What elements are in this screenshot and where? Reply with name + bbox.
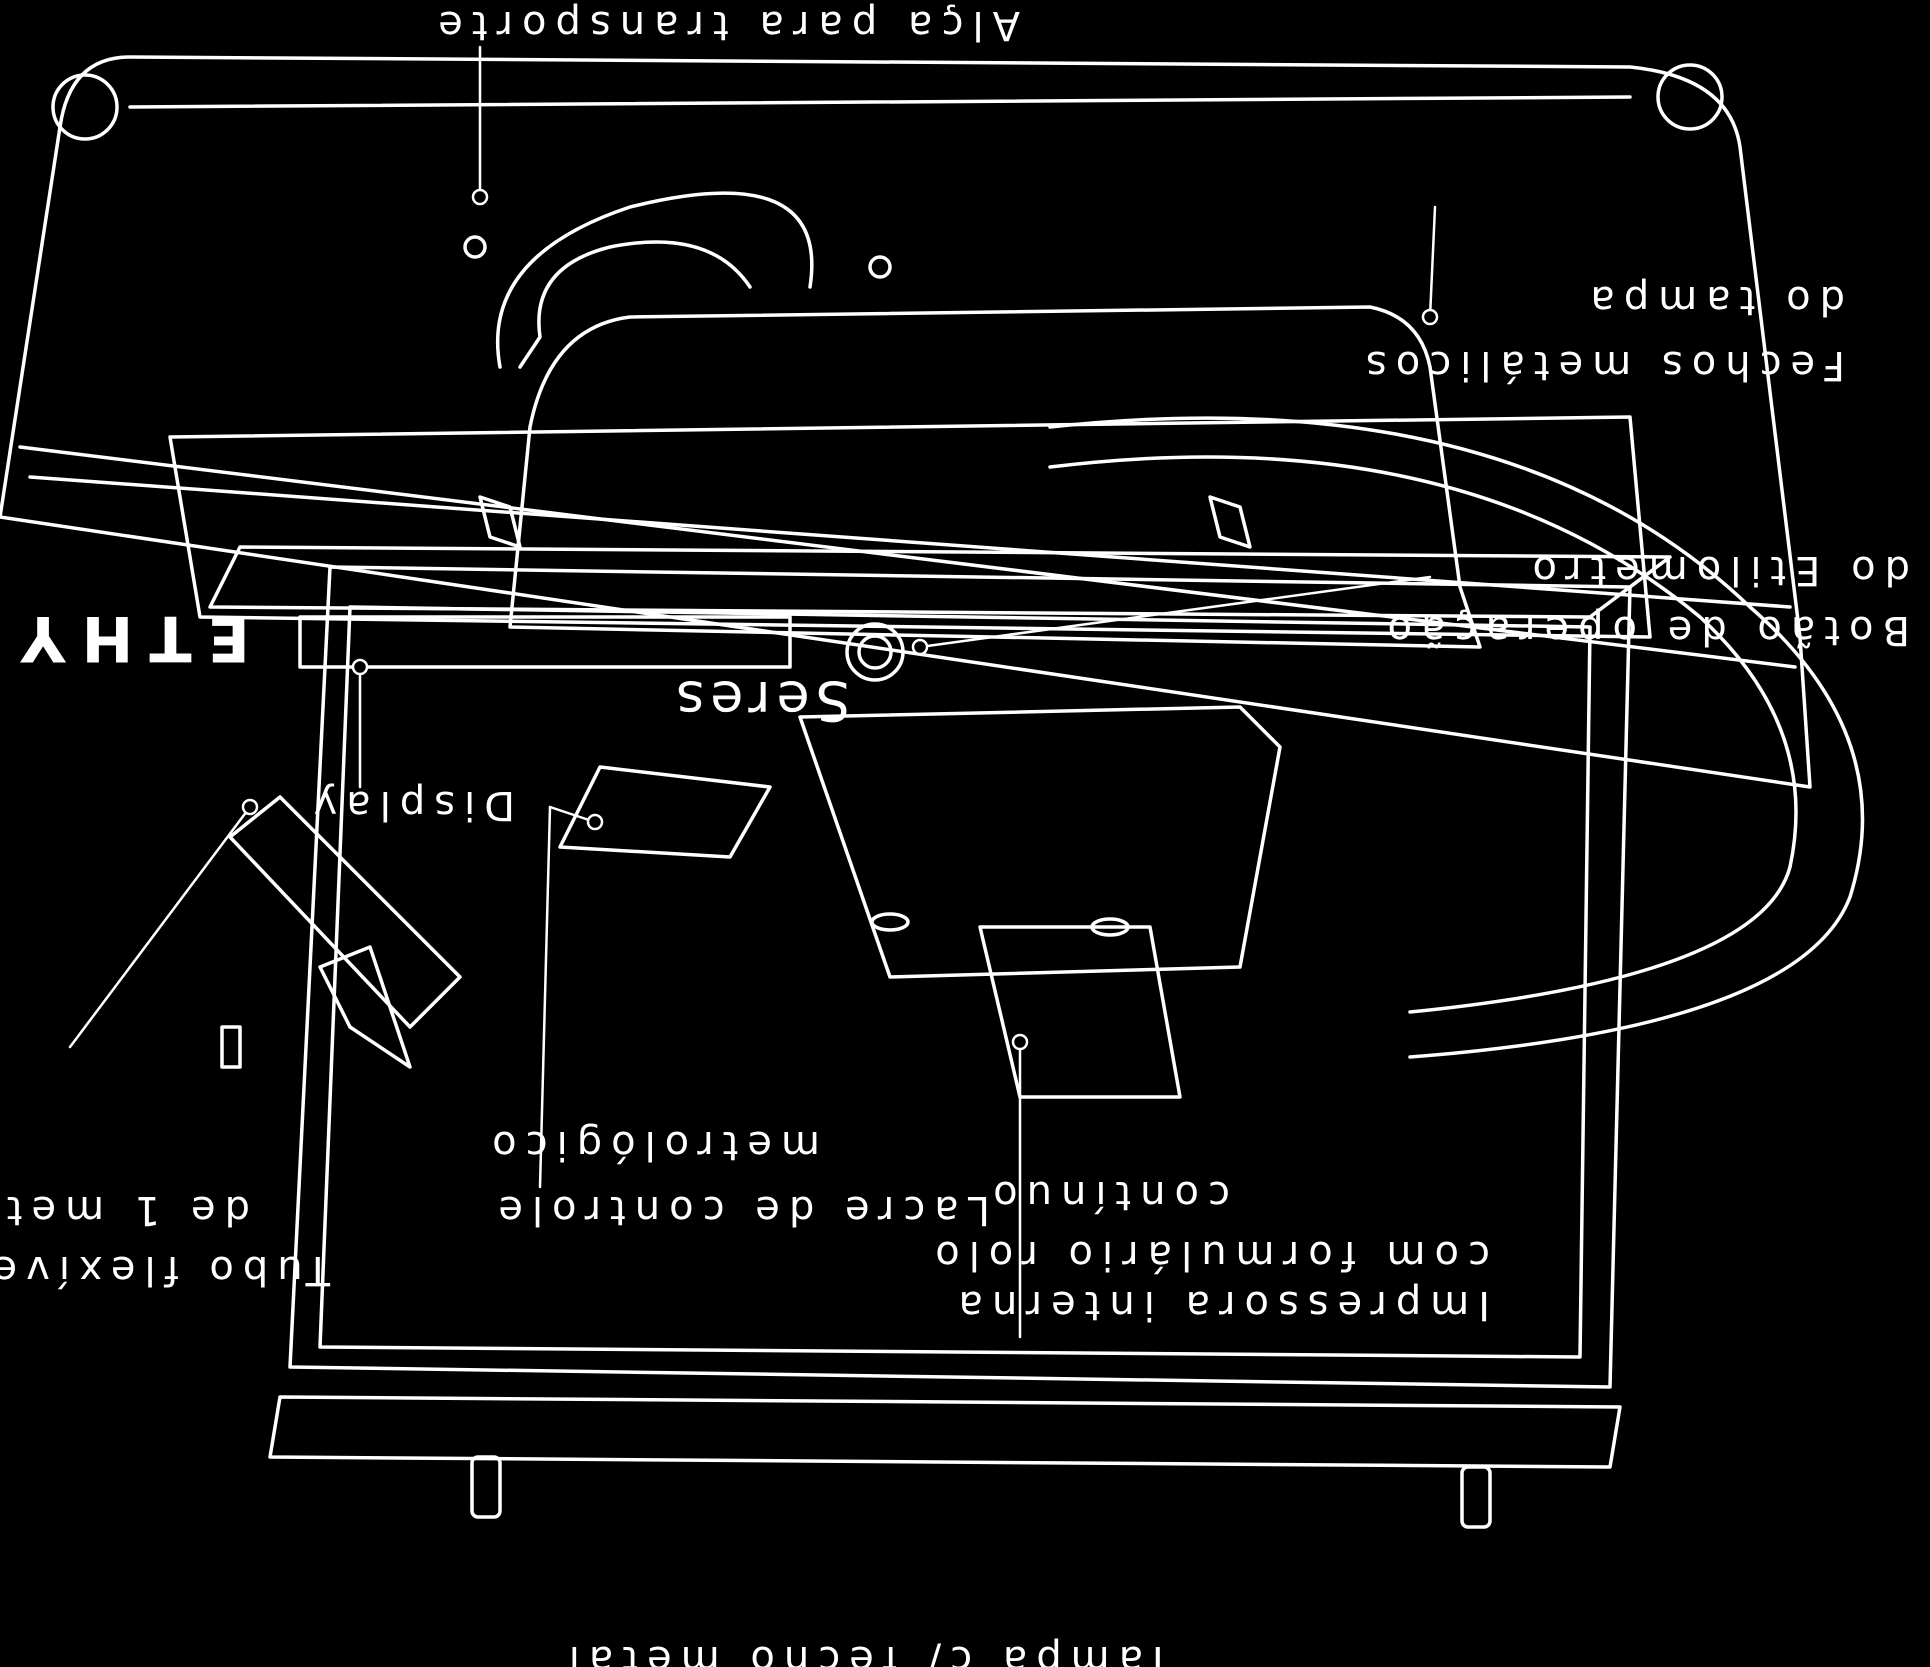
lid-side-latch [220, 1025, 242, 1069]
control-seal [558, 765, 772, 859]
handle-screw-right [868, 255, 892, 279]
leader-button [918, 575, 1432, 649]
label-latches-1: Fechos metálicos [1357, 342, 1845, 388]
label-button-1: Botão de operação [1379, 607, 1910, 653]
handle-screw-left [463, 235, 487, 259]
leader-dot-latches [1421, 308, 1439, 326]
lid-rim [268, 1395, 1622, 1469]
label-seal-1: Lacre de controle [489, 1187, 990, 1233]
lid-latch-right [1208, 495, 1252, 549]
leader-dot-handle [471, 188, 489, 206]
tube-inner [1048, 455, 1798, 1014]
label-lid: Tampa c/ fecho metal [560, 1637, 1171, 1667]
label-tube-1: Tubo flexível [0, 1247, 331, 1293]
lid-inner [318, 605, 1592, 1359]
operation-button-inner [857, 634, 893, 670]
lid-foot-right [470, 1455, 502, 1519]
label-printer-1: Impressora interna [949, 1282, 1490, 1328]
leader-dot-button [911, 638, 929, 656]
label-button-2: do Etilometro [1523, 547, 1910, 593]
flexible-tube [228, 416, 1865, 1069]
lid-foot-left [1460, 1465, 1492, 1529]
tube-connector [318, 945, 412, 1069]
lid-latch-left [478, 495, 522, 549]
label-tube-2: de 1 metro [0, 1187, 250, 1233]
label-printer-3: contínuo [984, 1172, 1230, 1218]
lid [220, 495, 1632, 1529]
device-maker: Seres [670, 669, 850, 732]
corner-bumper-left [51, 73, 119, 141]
leader-tube [68, 805, 252, 1049]
corner-bumper-right [1656, 63, 1724, 131]
front-panel [168, 415, 1672, 1099]
printer-slot-left [1090, 917, 1130, 937]
case-outline [508, 305, 1482, 649]
display-window [298, 615, 792, 669]
label-latches-2: do tampa [1581, 277, 1845, 323]
label-handle: Alça para transporte [429, 2, 1020, 48]
tube-mouthpiece [228, 795, 462, 1029]
leader-lines [68, 45, 1439, 1339]
leader-dot-seal [586, 813, 604, 831]
case-body [0, 55, 1812, 789]
panel-frame [168, 415, 1652, 639]
printer-paper [978, 925, 1182, 1099]
case-shell [0, 55, 1812, 789]
leader-dot-tube [241, 798, 259, 816]
leader-dot-printer [1011, 1033, 1029, 1051]
leader-dot-display [351, 658, 369, 676]
printer-slot-right [870, 912, 910, 932]
printer-bay [798, 705, 1282, 979]
label-seal-2: metrológico [483, 1122, 820, 1168]
leader-seal-b [538, 805, 552, 1189]
carry-handle [495, 191, 814, 369]
device-model: ETHYLOMETRE 679 E [0, 602, 250, 675]
leader-latches [1428, 205, 1437, 319]
tube-outer [1048, 416, 1865, 1059]
panel-outline [208, 545, 1672, 619]
lid-outline [288, 565, 1632, 1389]
handle-rail [128, 95, 1632, 109]
label-printer-2: com formulário rolo [926, 1232, 1490, 1278]
label-display: Display [305, 782, 515, 828]
case-lid-rim-2 [18, 445, 1797, 669]
operation-button [845, 622, 905, 682]
